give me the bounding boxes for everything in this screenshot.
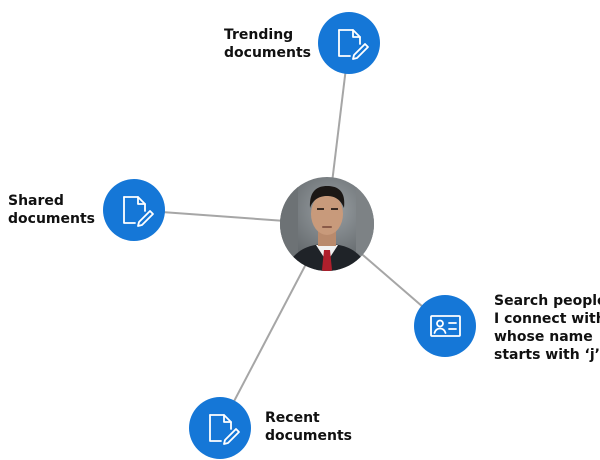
recent-documents-label[interactable]: Recent documents (265, 409, 352, 445)
contact-card-icon (430, 315, 461, 337)
person-avatar[interactable] (280, 177, 374, 276)
recent-documents-node[interactable] (189, 397, 251, 459)
search-label-line-4: starts with ‘j’ (494, 347, 600, 363)
shared-label-line-1: Shared (8, 193, 64, 209)
recent-label-line-2: documents (265, 428, 352, 444)
search-label-line-2: I connect with (494, 311, 600, 327)
shared-documents-node[interactable] (103, 179, 165, 241)
document-edit-icon (123, 196, 154, 227)
document-edit-icon (209, 414, 240, 445)
recent-label-line-1: Recent (265, 410, 320, 426)
trending-documents-node[interactable] (318, 12, 380, 74)
shared-documents-label[interactable]: Shared documents (8, 192, 95, 228)
trending-documents-label[interactable]: Trending documents (224, 26, 311, 62)
trending-label-line-1: Trending (224, 27, 294, 43)
search-people-label[interactable]: Search people I connect with whose name … (494, 292, 600, 364)
search-people-node[interactable] (414, 295, 476, 357)
search-label-line-3: whose name (494, 329, 593, 345)
shared-label-line-2: documents (8, 211, 95, 227)
person-avatar-icon (280, 177, 374, 271)
search-label-line-1: Search people (494, 293, 600, 309)
trending-label-line-2: documents (224, 45, 311, 61)
document-edit-icon (338, 29, 369, 60)
